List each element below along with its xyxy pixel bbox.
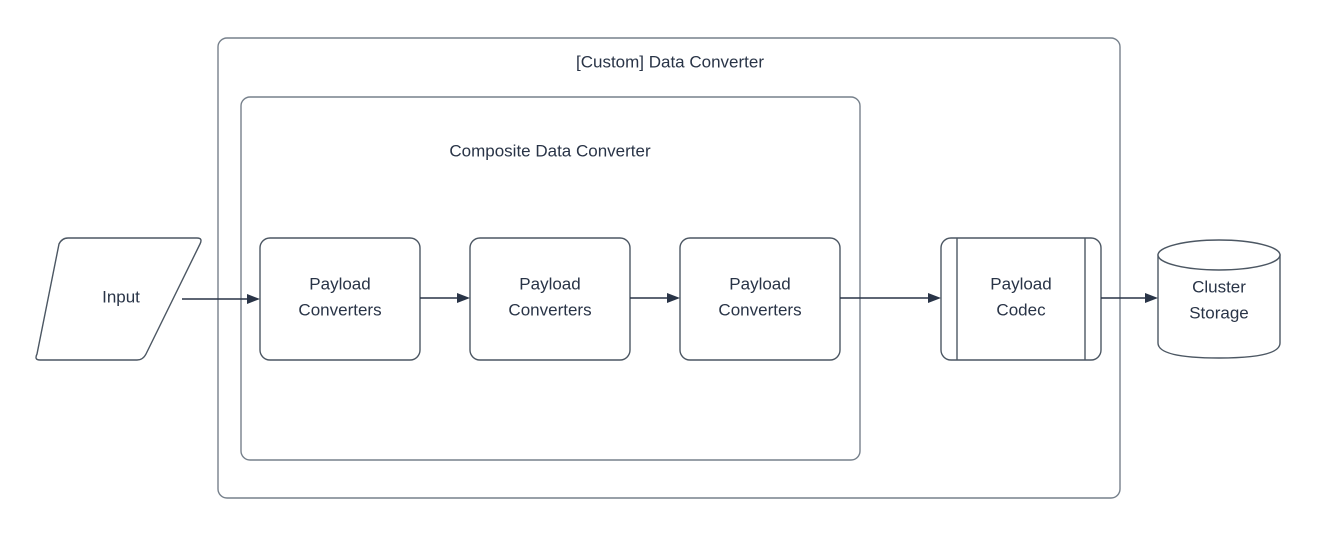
node-label-cluster-storage-line2: Storage [1189, 303, 1249, 322]
node-label-payload-converters-1-line2: Converters [298, 300, 381, 319]
arrowhead-payload-codec-to-cluster-storage [1145, 293, 1158, 303]
node-input[interactable] [35, 237, 202, 361]
node-payload-codec[interactable] [940, 237, 1102, 361]
node-label-payload-converters-1-line1: Payload [309, 274, 370, 293]
arrowhead-payload-converters-1-to-2 [457, 293, 470, 303]
node-cluster-storage-body[interactable] [1157, 254, 1281, 359]
arrowhead-input-to-payload-converters-1 [247, 294, 260, 304]
node-label-payload-codec-line1: Payload [990, 274, 1051, 293]
container-label-custom-data-converter: [Custom] Data Converter [576, 52, 764, 71]
node-payload-converters-3[interactable] [679, 237, 841, 361]
arrowhead-payload-converters-3-to-payload-codec [928, 293, 941, 303]
arrowhead-payload-converters-2-to-3 [667, 293, 680, 303]
node-label-payload-converters-3-line1: Payload [729, 274, 790, 293]
node-cluster-storage-top[interactable] [1157, 239, 1281, 271]
container-label-composite-data-converter: Composite Data Converter [449, 141, 651, 160]
node-label-payload-codec-line2: Codec [996, 300, 1046, 319]
container-composite-data-converter[interactable] [240, 96, 861, 461]
node-label-payload-converters-2-line2: Converters [508, 300, 591, 319]
node-label-payload-converters-3-line2: Converters [718, 300, 801, 319]
node-label-cluster-storage-line1: Cluster [1192, 277, 1246, 296]
node-label-payload-converters-2-line1: Payload [519, 274, 580, 293]
container-custom-data-converter[interactable] [217, 37, 1121, 499]
node-payload-converters-1[interactable] [259, 237, 421, 361]
node-payload-converters-2[interactable] [469, 237, 631, 361]
node-label-input: Input [102, 287, 140, 306]
